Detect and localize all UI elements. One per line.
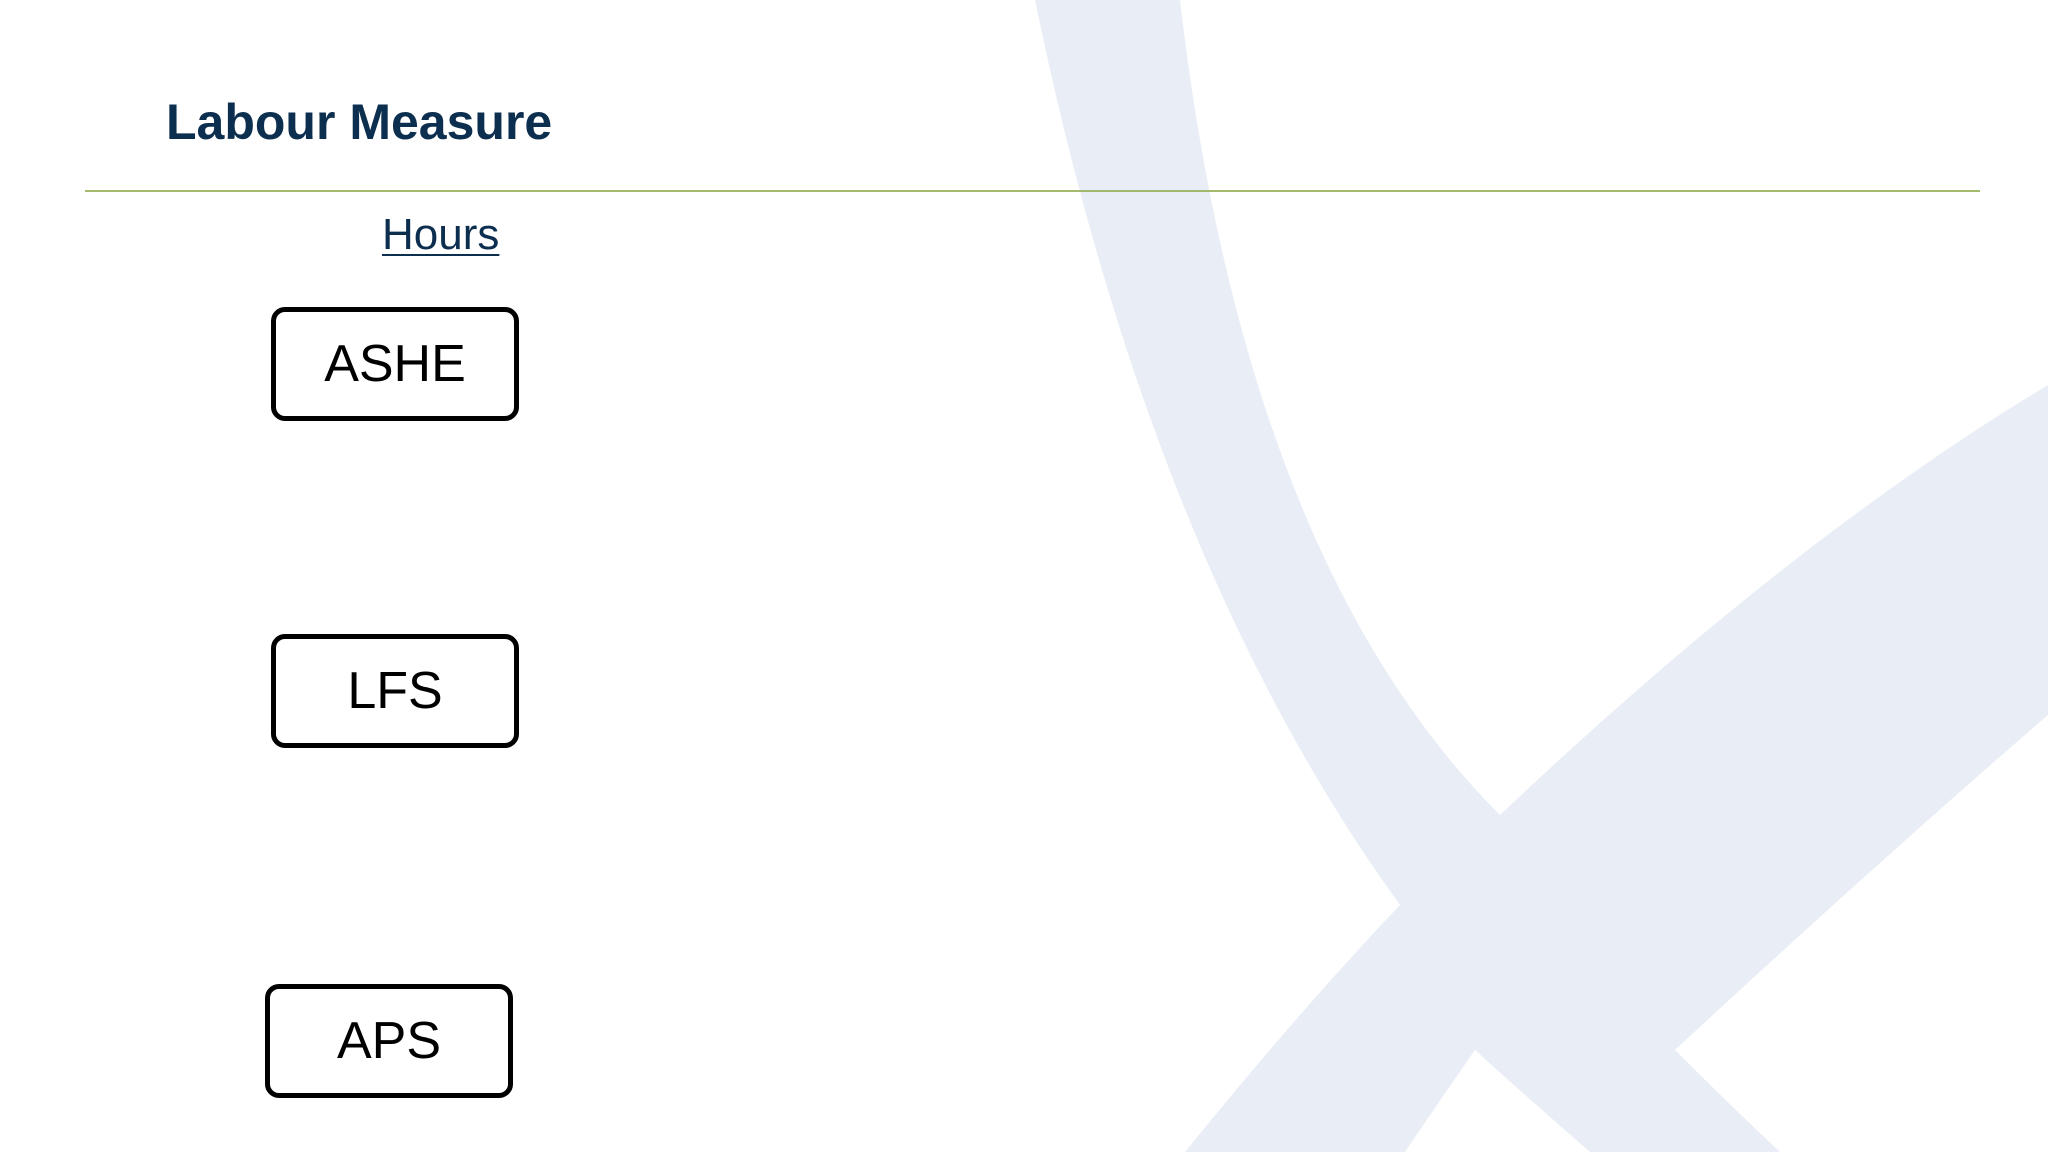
hours-link[interactable]: Hours — [382, 210, 500, 259]
lfs-box[interactable]: LFS — [271, 634, 519, 748]
aps-box[interactable]: APS — [265, 984, 513, 1098]
title-divider — [85, 190, 1980, 192]
slide-title: Labour Measure — [166, 94, 553, 150]
ashe-box[interactable]: ASHE — [271, 307, 519, 421]
